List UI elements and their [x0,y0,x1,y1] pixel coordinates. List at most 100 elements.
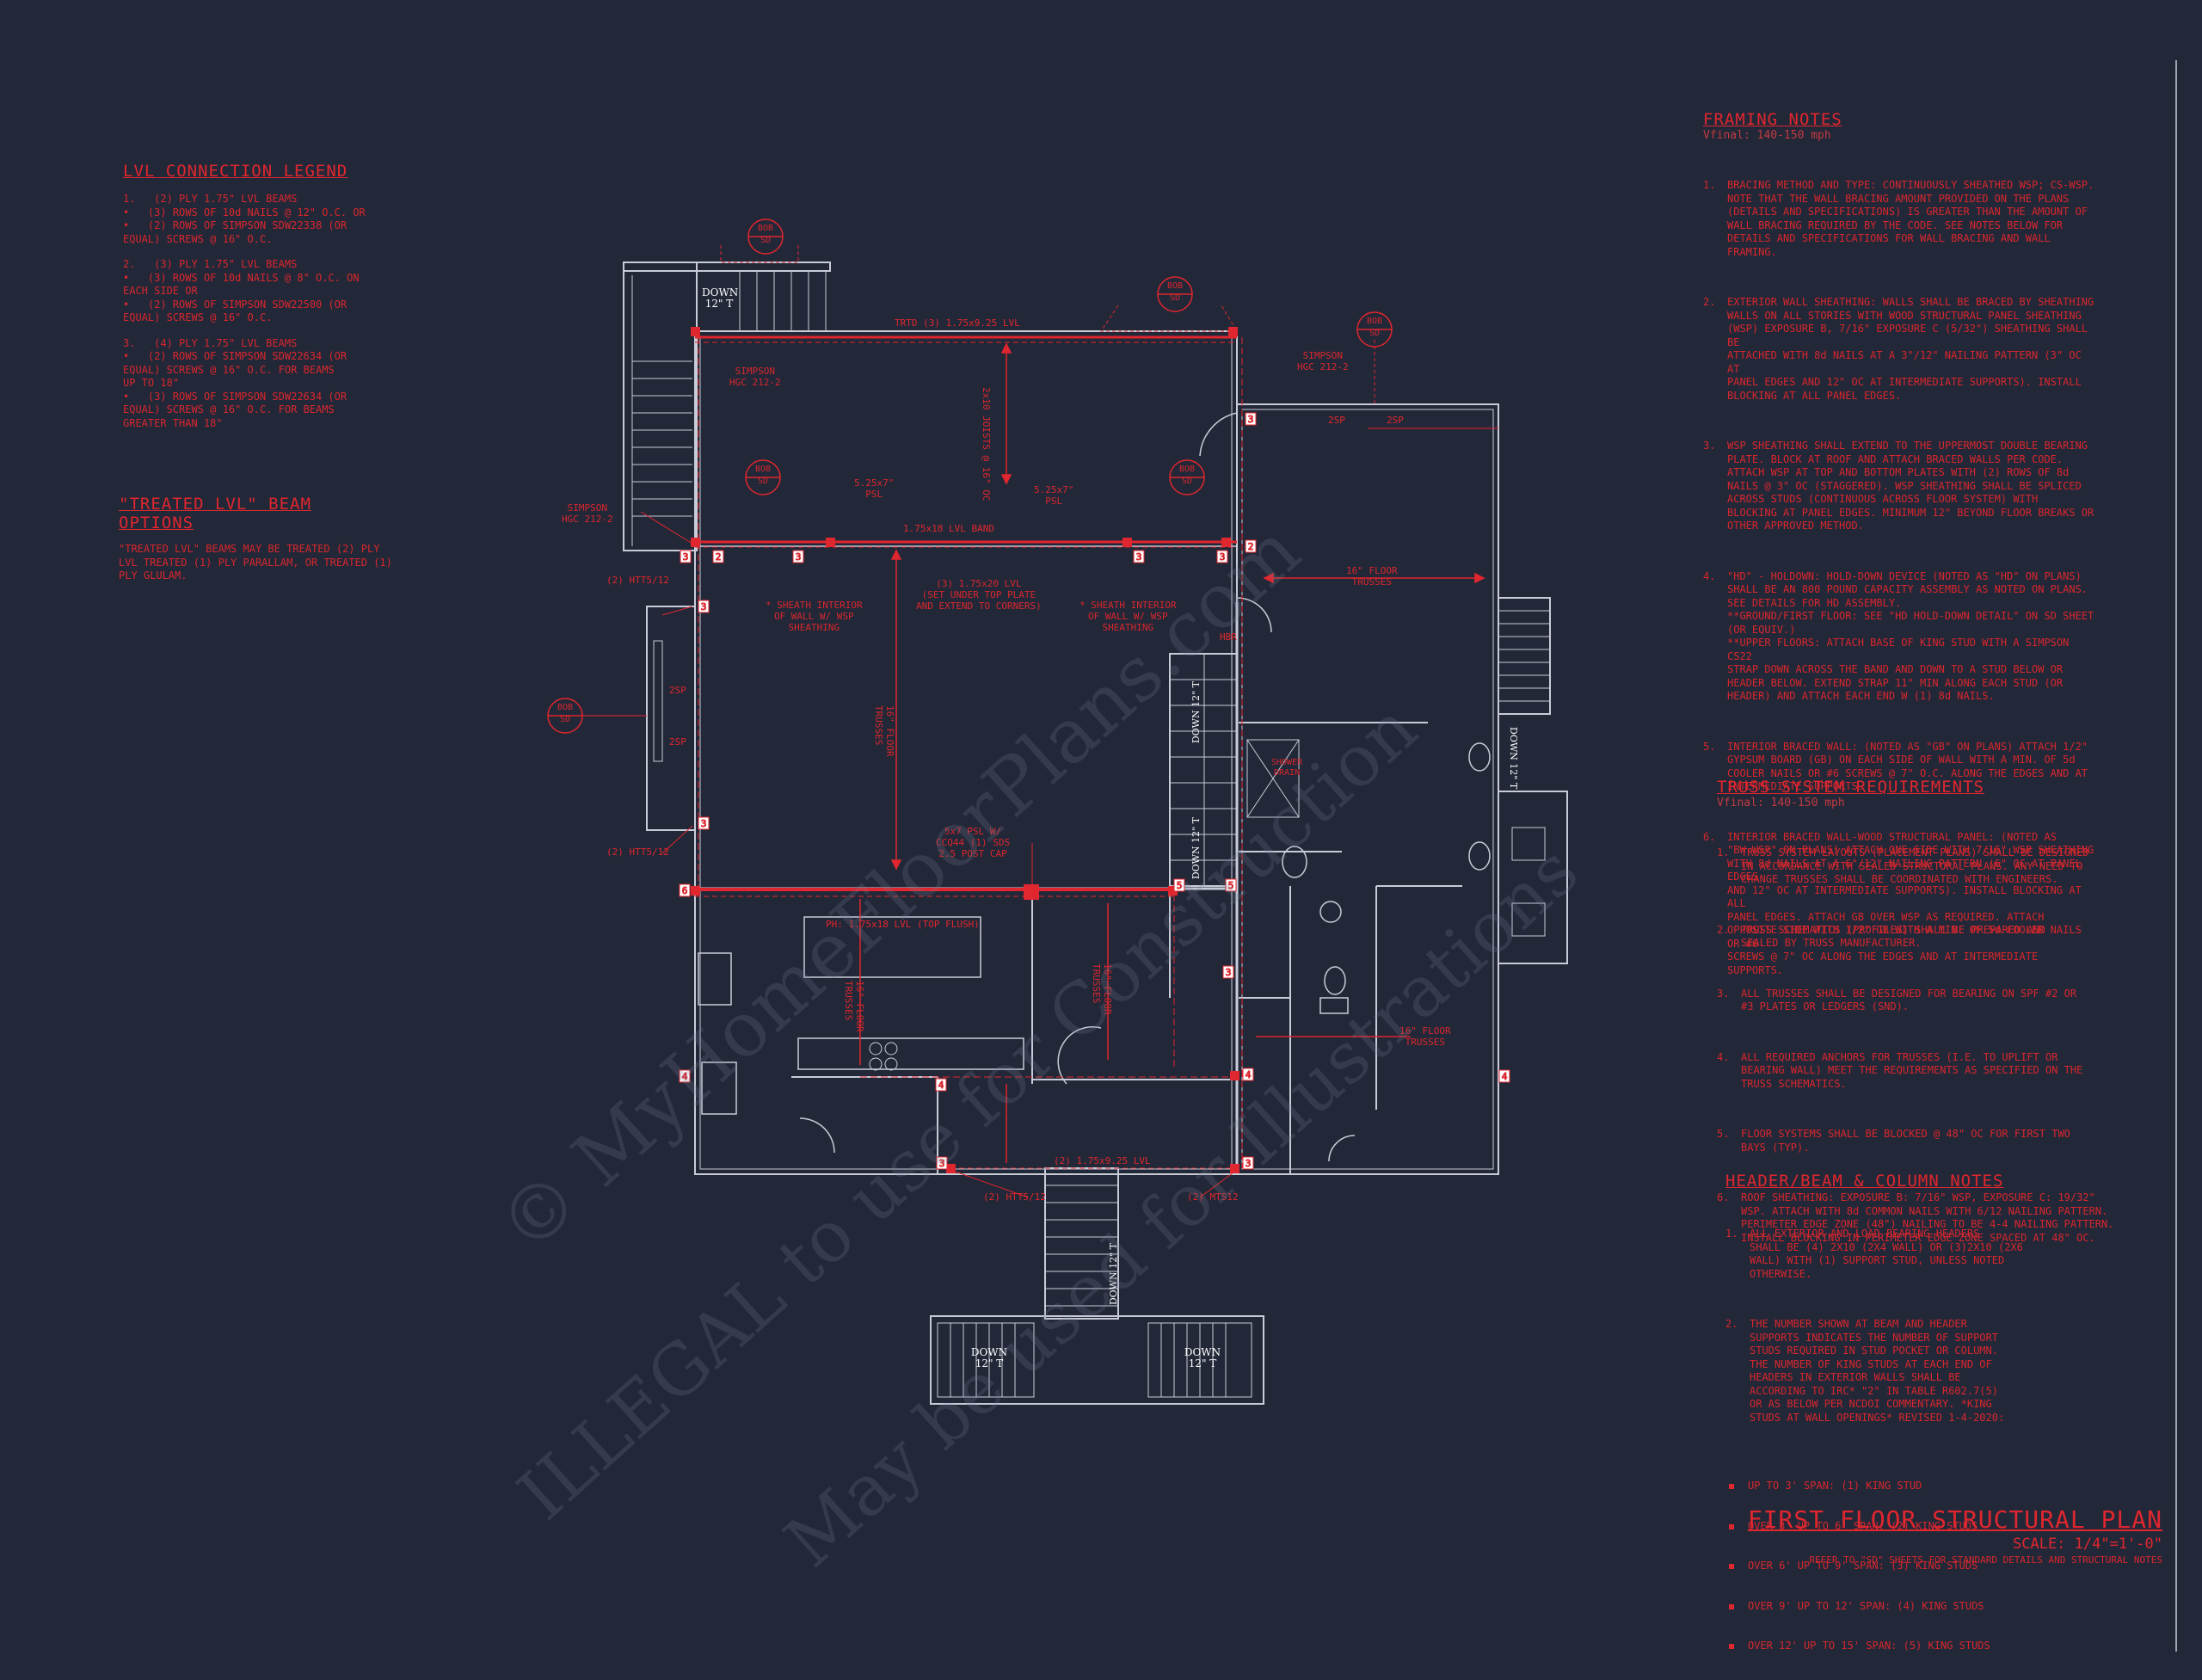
psl-label-left: 5.25x7" PSL [854,477,895,500]
note-text: TRUSS SYSTEM LAYOUTS (PLACEMENT PLANS) S… [1741,846,2089,885]
note-number: 1. [1703,179,1716,191]
note-text: BRACING METHOD AND TYPE: CONTINUOUSLY SH… [1727,179,2094,258]
item-bullet: • [123,271,130,284]
stair-riser: 12" T [1190,681,1202,707]
item-text: (2) ROWS OF SIMPSON SDW22500 (OR EQUAL) … [123,298,348,324]
stair-down-label-br: DOWN 12" T [1177,1347,1228,1369]
section-bubble-e: BOB SD [1178,465,1196,486]
king-stud-item: OVER 3' UP TO 6' SPAN: (2) KING STUDS [1725,1520,2035,1534]
note-number: 4. [1717,1050,1730,1063]
note-number: 3. [1703,440,1716,452]
note-item: 6.ROOF SHEATHING: EXPOSURE B: 7/16" WSP,… [1717,1191,2121,1245]
note-item: 5. FLOOR SYSTEMS SHALL BE BLOCKED @ 48" O… [1717,1128,2121,1154]
stair-direction: DOWN [1184,1346,1221,1358]
holdown-label-front-left: (2) HTT5/12 [983,1191,1046,1203]
king-stud-item: OVER 9' UP TO 12' SPAN: (4) KING STUDS [1725,1600,2035,1614]
simpson-label-left: SIMPSON HGC 212-2 [729,366,781,388]
note-number: 5. [1717,1128,1730,1140]
stair-direction: DOWN [970,1346,1008,1358]
treated-lvl-title: "TREATED LVL" BEAM OPTIONS [119,495,311,532]
sheet-scale: SCALE: 1/4"=1'-0" [2013,1535,2162,1553]
item-text: (3) ROWS OF 10d NAILS @ 8" O.C. ON EACH … [123,271,360,298]
lvl-item: 3. (4) PLY 1.75" LVL BEAMS [123,337,381,351]
holdown-label-lower: (2) HTT5/12 [606,846,669,858]
note-number: 2. [1703,296,1716,308]
svg-text:3: 3 [701,601,707,612]
item-bullet: • [123,206,130,218]
note-item: 5.INTERIOR BRACED WALL: (NOTED AS "GB" O… [1703,741,2099,794]
lvl-item: 1. (2) PLY 1.75" LVL BEAMS [123,193,381,206]
stud-count-markers: 3 2 3 3 3 2 3 3 3 6 5 5 3 4 4 4 4 3 3 [679,412,1510,1170]
note-text: ALL REQUIRED ANCHORS FOR TRUSSES (I.E. T… [1741,1050,2083,1090]
lvl-legend-title: LVL CONNECTION LEGEND [123,162,348,181]
framing-notes-title: FRAMING NOTES [1703,110,1842,129]
note-number: 3. [1717,987,1730,1000]
note-item: 3. WSP SHEATHING SHALL EXTEND TO THE UPPE… [1703,440,2099,533]
plan-posts [691,327,1239,1173]
truss-label-bath: 16" FLOOR TRUSSES [1399,1025,1451,1048]
sheet-refer-note: REFER TO "SD" SHEETS FOR STANDARD DETAIL… [1809,1554,2162,1566]
note-number: 1. [1717,846,1730,858]
section-bubble-d: BOB SD [754,465,772,486]
section-bubble-b: BOB SD [1166,281,1184,303]
lvl-legend-group: 3. (4) PLY 1.75" LVL BEAMS • (2) ROWS OF… [123,337,381,431]
plan-beams [581,245,1498,1198]
window-label-b: 2SP [669,736,686,748]
hbr-label: HBR [1220,631,1237,643]
stair-riser: 12" T [1188,1357,1217,1369]
svg-text:5: 5 [1228,880,1234,891]
truss-sub: Vfinal: 140-150 mph [1717,797,1845,809]
truss-label-dining: 16" FLOOR TRUSSES [1091,963,1113,1015]
lvl-item: 2. (3) PLY 1.75" LVL BEAMS [123,258,381,272]
item-bullet: • [123,350,130,362]
item-text: (3) ROWS OF SIMPSON SDW22634 (OR EQUAL) … [123,390,348,429]
item-bullet: • [123,390,130,403]
beam-label-lvl: (3) 1.75x20 LVL (SET UNDER TOP PLATE AND… [916,578,1042,612]
note-text: INTERIOR BRACED WALL-WOOD STRUCTURAL PAN… [1727,830,2094,976]
beam-label-band: 1.75x18 LVL BAND [903,523,994,534]
svg-text:3: 3 [796,551,802,563]
section-bubbles [547,218,1393,734]
psl-label-right: 5.25x7" PSL [1034,484,1074,507]
beam-label-bottom: (2) 1.75x9.25 LVL [1054,1155,1151,1166]
lvl-legend-groups: 1. (2) PLY 1.75" LVL BEAMS • (3) ROWS OF… [123,193,381,430]
title-block: FIRST FLOOR STRUCTURAL PLAN SCALE: 1/4"=… [1748,1505,2162,1566]
header-notes-title: HEADER/BEAM & COLUMN NOTES [1725,1172,2004,1191]
svg-text:4: 4 [1246,1069,1252,1080]
lvl-item: • (2) ROWS OF SIMPSON SDW22338 (OR EQUAL… [123,219,381,246]
treated-lvl-text: "TREATED LVL" BEAMS MAY BE TREATED (2) P… [119,543,392,582]
header-notes-list: 1.ALL EXTERIOR AND LOAD BEARING HEADERS … [1725,1201,2035,1453]
note-item: 6.INTERIOR BRACED WALL-WOOD STRUCTURAL P… [1703,831,2099,978]
dimension-arrows [890,342,1485,871]
note-text: WSP SHEATHING SHALL EXTEND TO THE UPPERM… [1727,440,2094,532]
post-cap-label: 5x7 PSL W/ CCQ44 (1) SDS 2.5 POST CAP [936,826,1011,859]
svg-text:3: 3 [939,1158,945,1169]
sheet-title: FIRST FLOOR STRUCTURAL PLAN [1747,1505,2162,1534]
item-number: 1. [123,193,136,205]
svg-text:3: 3 [701,818,707,829]
shower-label: SHOWER DRAIN [1271,758,1303,778]
framing-notes-sub: Vfinal: 140-150 mph [1703,129,1831,142]
note-item: 2.TRUSS SCHEMATICS (PROFILES) SHALL BE P… [1717,924,2121,951]
item-text: (4) PLY 1.75" LVL BEAMS [154,336,298,349]
section-bubble-c: BOB SD [1366,317,1383,338]
note-text: ROOF SHEATHING: EXPOSURE B: 7/16" WSP, E… [1741,1191,2114,1244]
note-text: ALL TRUSSES SHALL BE DESIGNED FOR BEARIN… [1741,987,2077,1013]
note-item: 1. BRACING METHOD AND TYPE: CONTINUOUSLY … [1703,179,2099,259]
stair-down-label-top: DOWN 12" T [702,287,738,310]
note-text: "HD" - HOLDOWN: HOLD-DOWN DEVICE (NOTED … [1727,569,2094,703]
section-bubble-f: BOB SD [557,703,574,724]
stair-riser: 12" T [1190,817,1202,843]
item-bullet: • [123,219,130,231]
beam-label-top: TRTD (3) 1.75x9.25 LVL [895,317,1020,329]
note-number: 4. [1703,569,1716,582]
note-item: 3. ALL TRUSSES SHALL BE DESIGNED FOR BEAR… [1717,988,2121,1014]
holdown-label-front-right: (2) MTS12 [1187,1191,1239,1203]
item-text: (2) ROWS OF SIMPSON SDW22338 (OR EQUAL) … [123,219,348,245]
svg-text:3: 3 [1136,551,1142,563]
note-text: FLOOR SYSTEMS SHALL BE BLOCKED @ 48" OC … [1741,1128,2070,1154]
lvl-item: • (3) ROWS OF 10d NAILS @ 8" O.C. ON EAC… [123,272,381,298]
king-stud-item: OVER 12' UP TO 15' SPAN: (5) KING STUDS [1725,1640,2035,1653]
note-text: EXTERIOR WALL SHEATHING: WALLS SHALL BE … [1727,296,2094,402]
